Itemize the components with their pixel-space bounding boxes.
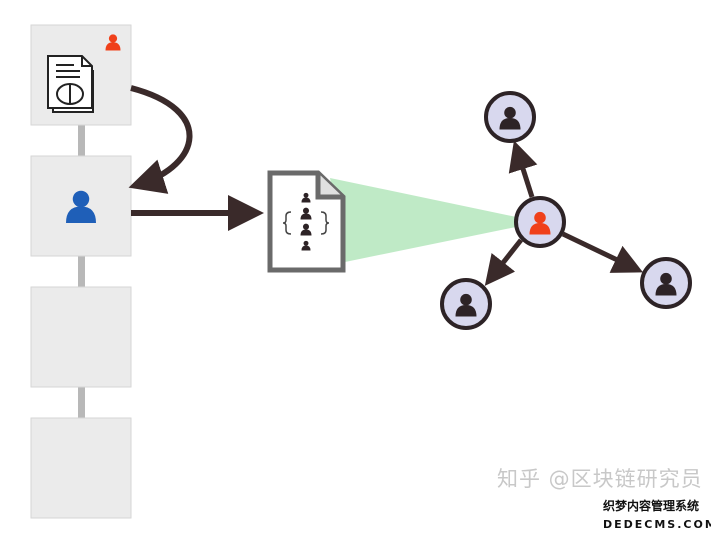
zhihu-watermark: 知乎 @区块链研究员 (497, 467, 703, 491)
peer-node-left (440, 278, 492, 330)
peer-node-right (640, 257, 692, 309)
peer-node-top (484, 91, 536, 143)
network-arrows (484, 140, 644, 286)
chain-links (78, 125, 85, 418)
brain-document-icon (47, 55, 94, 113)
site-watermark-en: DEDECMS.COM (601, 518, 711, 532)
contract-document-icon (267, 170, 346, 273)
curved-arrow (128, 85, 193, 194)
block-3 (30, 286, 132, 388)
hub-node (514, 196, 566, 248)
block-4 (30, 417, 132, 519)
site-watermark-cn: 织梦内容管理系统 (601, 499, 702, 514)
beam (330, 178, 540, 262)
